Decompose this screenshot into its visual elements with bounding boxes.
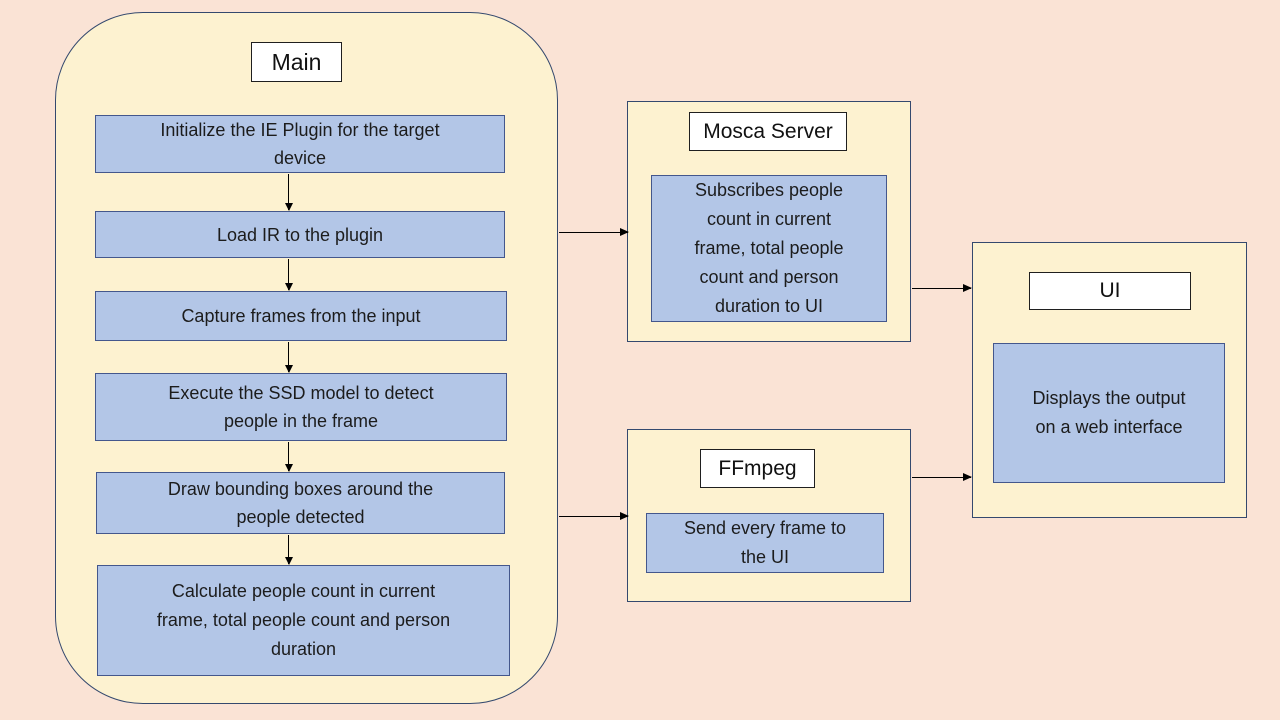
- arrow-down-1: [284, 174, 293, 211]
- ui-title-box: UI: [1029, 272, 1191, 310]
- arrow-main-to-ffmpeg: [559, 511, 629, 520]
- mosca-server-title-label: Mosca Server: [703, 119, 833, 143]
- arrow-down-5: [284, 535, 293, 565]
- main-title-label: Main: [271, 48, 322, 75]
- ffmpeg-title-label: FFmpeg: [718, 456, 797, 480]
- ffmpeg-body-box: Send every frame to the UI: [646, 513, 884, 573]
- step-execute-ssd-model: Execute the SSD model to detect people i…: [95, 373, 507, 441]
- step-initialize-ie-plugin: Initialize the IE Plugin for the target …: [95, 115, 505, 173]
- ui-body-box: Displays the output on a web interface: [993, 343, 1225, 483]
- step-calculate-people-count: Calculate people count in current frame,…: [97, 565, 510, 676]
- arrow-ffmpeg-to-ui: [912, 472, 972, 481]
- ffmpeg-title-box: FFmpeg: [700, 449, 815, 488]
- step-load-ir: Load IR to the plugin: [95, 211, 505, 258]
- arrow-down-2: [284, 259, 293, 291]
- arrow-main-to-mosca: [559, 227, 629, 236]
- main-title-box: Main: [251, 42, 342, 82]
- arrow-mosca-to-ui: [912, 283, 972, 292]
- step-capture-frames: Capture frames from the input: [95, 291, 507, 341]
- ui-title-label: UI: [1099, 279, 1121, 302]
- mosca-server-title-box: Mosca Server: [689, 112, 847, 151]
- step-draw-bounding-boxes: Draw bounding boxes around the people de…: [96, 472, 505, 534]
- arrow-down-3: [284, 342, 293, 373]
- mosca-server-body-box: Subscribes people count in current frame…: [651, 175, 887, 322]
- arrow-down-4: [284, 442, 293, 472]
